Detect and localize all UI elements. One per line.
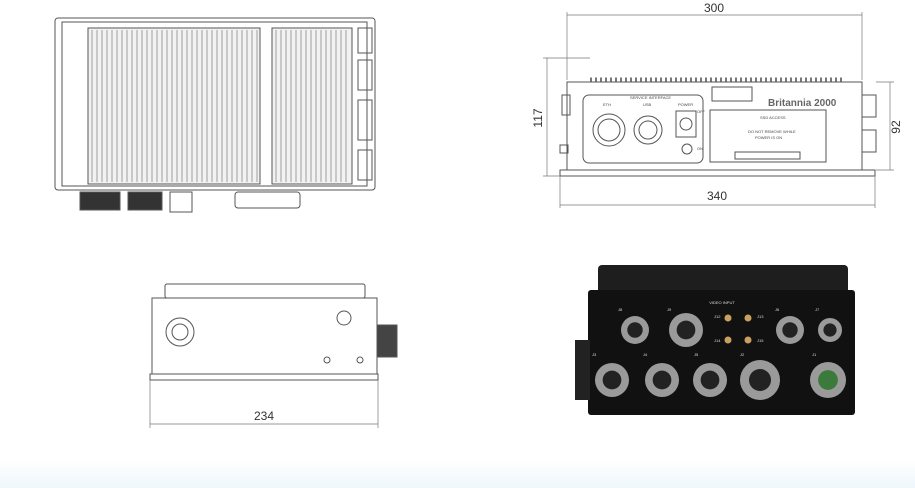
power-label: POWER	[678, 102, 693, 107]
connector-label-j2: J2	[740, 352, 745, 357]
warning-line-2: POWER IS ON	[755, 135, 782, 140]
dimension-depth: 234	[254, 409, 274, 423]
brand-logo: Britannia 2000	[768, 98, 837, 109]
video-label-j13: J13	[757, 314, 764, 319]
connector-label-j7: J7	[815, 307, 820, 312]
ssd-access-label: SSD ACCESS	[760, 115, 786, 120]
on-label: ON	[697, 146, 703, 151]
dimension-height-right: 92	[889, 120, 903, 134]
connector-label-j9: J9	[667, 307, 672, 312]
connector-label-j3: J3	[592, 352, 597, 357]
connector-label-j5: J5	[694, 352, 699, 357]
connector-socket	[700, 370, 720, 390]
connector-socket	[602, 370, 622, 390]
video-input-connector	[724, 314, 732, 322]
video-input-connector	[744, 336, 752, 344]
usb-label: USB	[643, 102, 652, 107]
top-view-drawing	[54, 17, 376, 213]
service-interface-label: SERVICE INTERFACE	[630, 95, 671, 100]
video-input-label: VIDEO INPUT	[709, 300, 735, 305]
video-label-j15: J15	[757, 338, 764, 343]
video-input-connector	[744, 314, 752, 322]
connector-socket	[818, 370, 838, 390]
rear-panel-photo	[575, 265, 855, 415]
dimension-width-top: 300	[704, 1, 724, 15]
connector-socket	[676, 320, 696, 340]
video-label-j14: J14	[714, 338, 721, 343]
dimension-width-bottom: 340	[707, 189, 727, 203]
connector-label-j8: J8	[618, 307, 623, 312]
off-label: OFF	[697, 109, 706, 114]
dimension-height-left: 117	[531, 108, 545, 127]
eth-label: ETH	[603, 102, 611, 107]
connector-socket	[782, 322, 798, 338]
warning-line-1: DO NOT REMOVE WHILE	[748, 129, 796, 134]
side-view-drawing	[149, 283, 398, 428]
connector-label-j4: J4	[643, 352, 648, 357]
connector-socket	[823, 323, 837, 337]
video-input-connector	[724, 336, 732, 344]
connector-socket	[627, 322, 643, 338]
footer-band	[0, 460, 915, 488]
connector-label-j6: J6	[775, 307, 780, 312]
connector-socket	[652, 370, 672, 390]
video-label-j12: J12	[714, 314, 721, 319]
connector-socket	[749, 369, 771, 391]
front-view-drawing	[543, 12, 894, 208]
connector-label-j1: J1	[812, 352, 817, 357]
